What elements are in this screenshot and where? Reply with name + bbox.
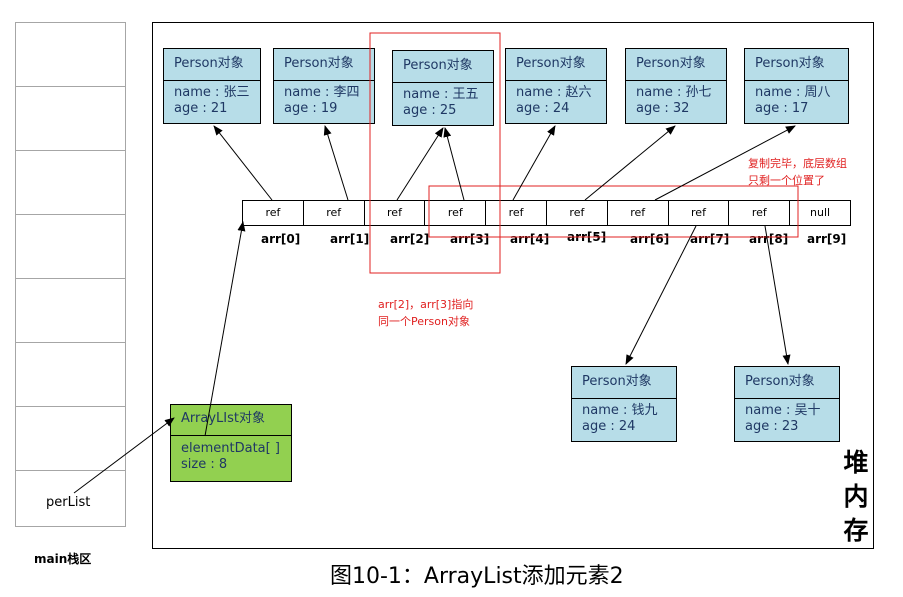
- person-age: age : 17: [755, 101, 809, 116]
- person-name: name : 赵六: [516, 85, 592, 100]
- person-name: name : 王五: [403, 87, 479, 102]
- arrow-arr7: [625, 225, 697, 365]
- arrow-arr4: [512, 125, 556, 201]
- figure-caption: 图10-1：ArrayList添加元素2: [330, 564, 624, 589]
- stack-area: perList: [15, 22, 126, 527]
- array-index: arr[3]: [450, 232, 490, 246]
- heap-title-char-2: 内: [843, 482, 869, 511]
- arrow-arr6: [654, 125, 796, 201]
- note-copy-complete: 复制完毕，底层数组 只剩一个位置了: [748, 155, 847, 189]
- array-cell: ref: [424, 201, 485, 225]
- person-name: name : 钱九: [582, 403, 658, 418]
- stack-cell: [16, 407, 125, 471]
- highlight-copied-range: [428, 185, 799, 238]
- arraylist-size: size : 8: [181, 457, 228, 472]
- array-cell: ref: [302, 201, 364, 225]
- heap-title: 堆 内 存: [839, 446, 873, 548]
- array-index: arr[1]: [330, 232, 370, 246]
- array-cell: ref: [606, 201, 668, 225]
- stack-cell: [16, 343, 125, 407]
- person-age: age : 25: [403, 103, 457, 118]
- person-age: age : 21: [174, 101, 228, 116]
- stack-title: main栈区: [34, 552, 92, 566]
- array-cell-null: null: [789, 201, 850, 225]
- arrow-arr1: [323, 125, 349, 201]
- array-cell: ref: [728, 201, 789, 225]
- stack-cell: [16, 23, 125, 87]
- arrow-arr2: [396, 127, 444, 201]
- heap-area: [152, 22, 874, 549]
- heap-title-char-1: 堆: [843, 448, 869, 477]
- stack-cell: [16, 279, 125, 343]
- arraylist-title: ArrayLIst对象: [171, 405, 291, 436]
- arrow-arr8: [764, 225, 791, 365]
- person-name: name : 孙七: [636, 85, 712, 100]
- stack-cell: [16, 87, 125, 151]
- perlist-label: perList: [46, 495, 91, 510]
- person-title: Person对象: [506, 49, 606, 81]
- array-index: arr[8]: [749, 232, 789, 246]
- person-title: Person对象: [393, 51, 493, 83]
- array-cell: ref: [545, 201, 607, 225]
- stack-cell-perlist: perList: [16, 471, 125, 526]
- array-index: arr[4]: [510, 232, 550, 246]
- person-name: name : 吴十: [745, 403, 821, 418]
- person-title: Person对象: [164, 49, 260, 81]
- array-cell: ref: [667, 201, 729, 225]
- arraylist-box: ArrayLIst对象 elementData[ ] size : 8: [170, 404, 292, 482]
- person-age: age : 24: [516, 101, 570, 116]
- person-age: age : 24: [582, 419, 636, 434]
- person-age: age : 32: [636, 101, 690, 116]
- note-line: 复制完毕，底层数组: [748, 157, 847, 170]
- stack-cell: [16, 151, 125, 215]
- arrow-arr5: [584, 125, 676, 201]
- person-name: name : 周八: [755, 85, 831, 100]
- arrow-arr3: [443, 127, 465, 201]
- array-index: arr[6]: [630, 232, 670, 246]
- note-line: arr[2]，arr[3]指向: [378, 298, 474, 311]
- note-line: 同一个Person对象: [378, 315, 470, 328]
- stack-cell: [16, 215, 125, 279]
- array-index: arr[0]: [261, 232, 301, 246]
- arraylist-elementdata: elementData[ ]: [181, 441, 280, 456]
- arrow-elementdata: [204, 221, 246, 437]
- person-age: age : 19: [284, 101, 338, 116]
- person-title: Person对象: [274, 49, 374, 81]
- arrow-arr0: [213, 125, 273, 201]
- person-name: name : 李四: [284, 85, 360, 100]
- array-index: arr[7]: [690, 232, 730, 246]
- person-title: Person对象: [626, 49, 726, 81]
- array-cell: ref: [485, 201, 546, 225]
- person-title: Person对象: [745, 49, 848, 81]
- array-index: arr[2]: [390, 232, 430, 246]
- element-array: ref ref ref ref ref ref ref ref ref null: [242, 200, 851, 226]
- person-title: Person对象: [735, 367, 839, 399]
- note-line: 只剩一个位置了: [748, 174, 825, 187]
- person-name: name : 张三: [174, 85, 250, 100]
- array-cell: ref: [363, 201, 425, 225]
- heap-title-char-3: 存: [843, 516, 869, 545]
- person-age: age : 23: [745, 419, 799, 434]
- highlight-shared-object: [369, 32, 501, 274]
- array-cell: ref: [265, 206, 281, 219]
- array-index: arr[9]: [807, 232, 847, 246]
- person-title: Person对象: [572, 367, 676, 399]
- note-same-object: arr[2]，arr[3]指向 同一个Person对象: [378, 296, 473, 330]
- arrow-perlist: [73, 417, 175, 494]
